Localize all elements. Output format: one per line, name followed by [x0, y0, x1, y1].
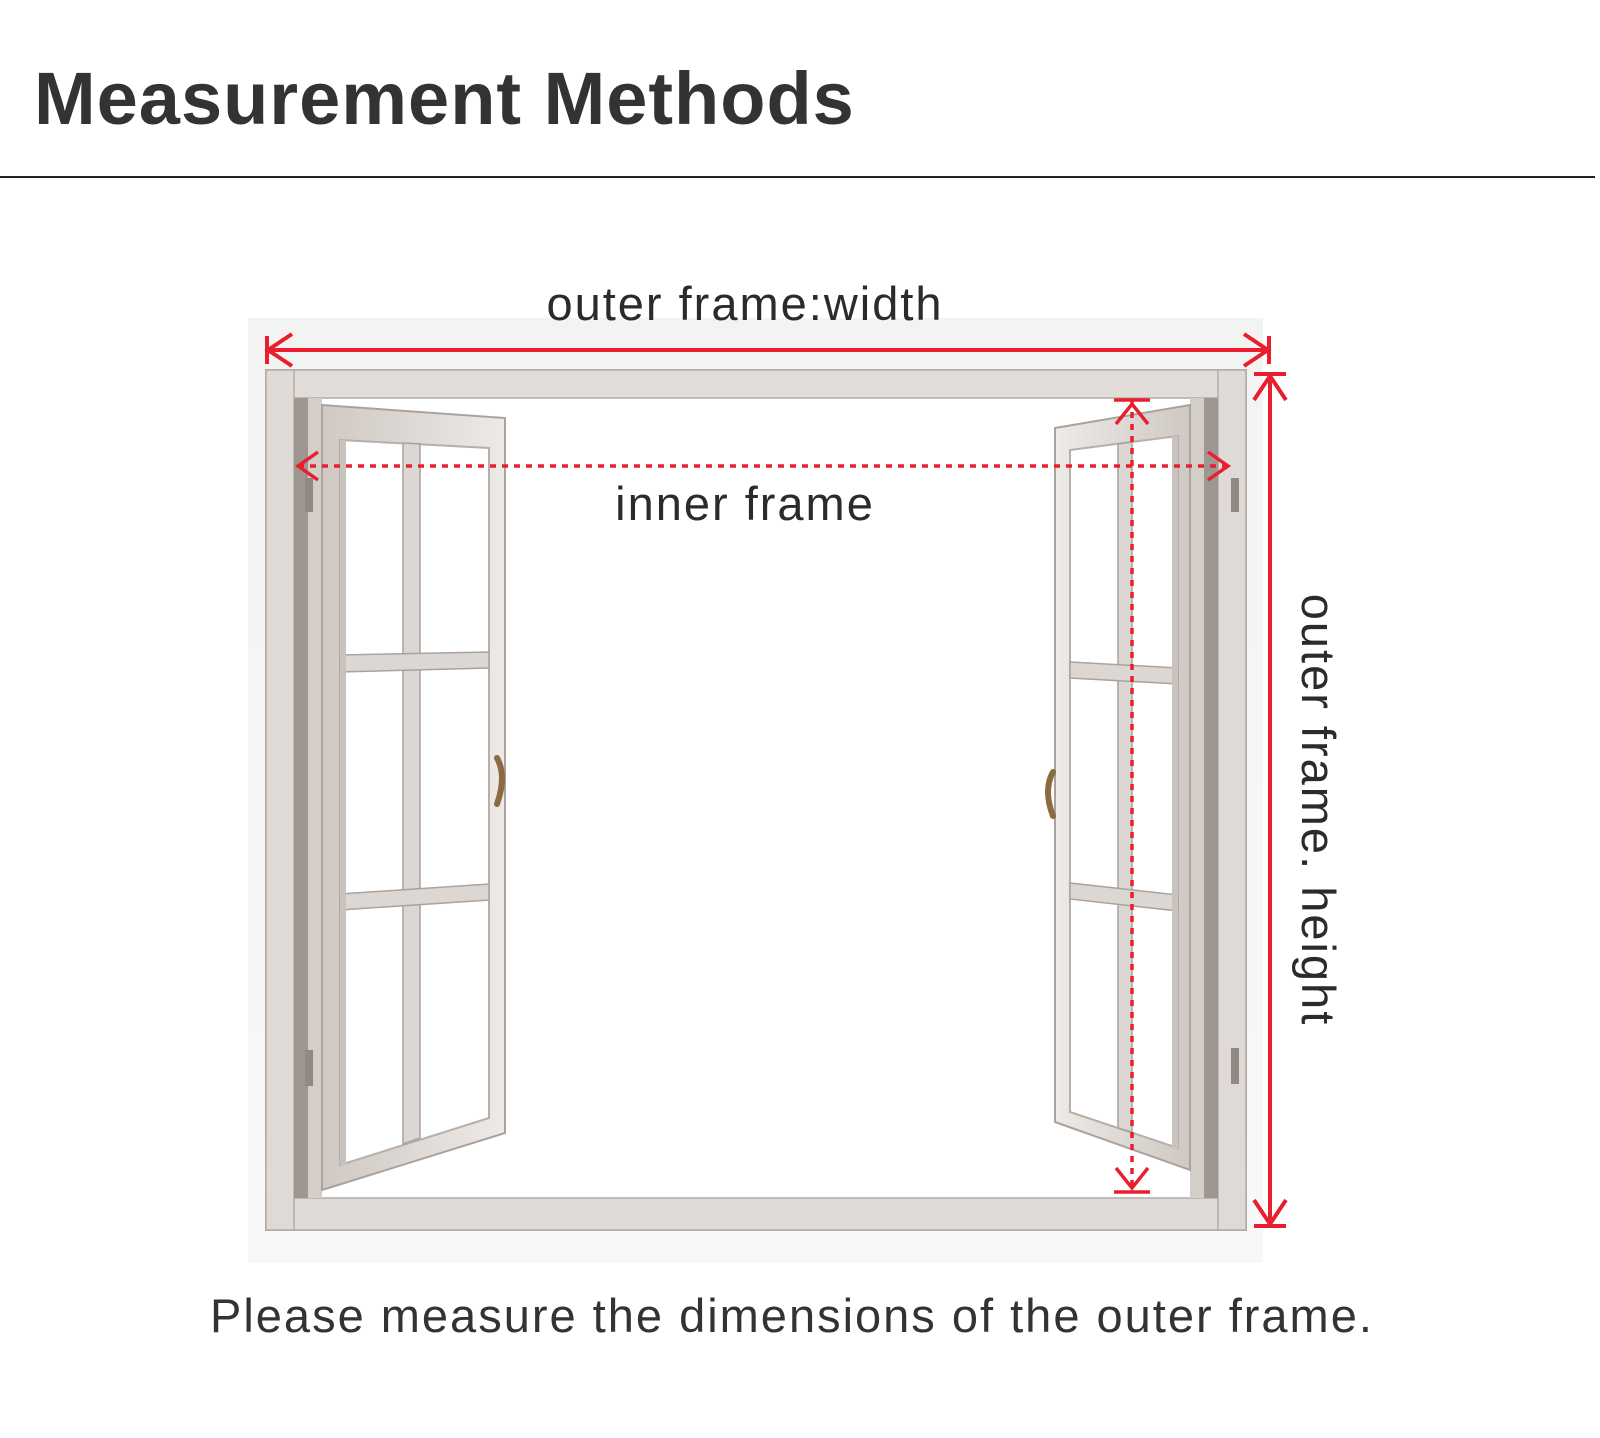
title-divider — [0, 176, 1595, 178]
outer-width-label: outer frame:width — [546, 277, 943, 330]
inner-width-arrow — [294, 450, 1232, 482]
inner-frame-label: inner frame — [615, 477, 875, 530]
left-window-sash — [321, 403, 506, 1192]
inner-label-backdrop — [560, 480, 960, 542]
right-window-sash — [1045, 403, 1191, 1172]
outer-height-arrow — [1252, 372, 1288, 1228]
page-title: Measurement Methods — [34, 57, 855, 140]
inner-height-arrow — [1114, 398, 1150, 1194]
footnote-instruction: Please measure the dimensions of the out… — [210, 1289, 1374, 1342]
outer-height-label: outer frame. height — [1292, 594, 1345, 1027]
outer-width-arrow — [264, 332, 1272, 368]
